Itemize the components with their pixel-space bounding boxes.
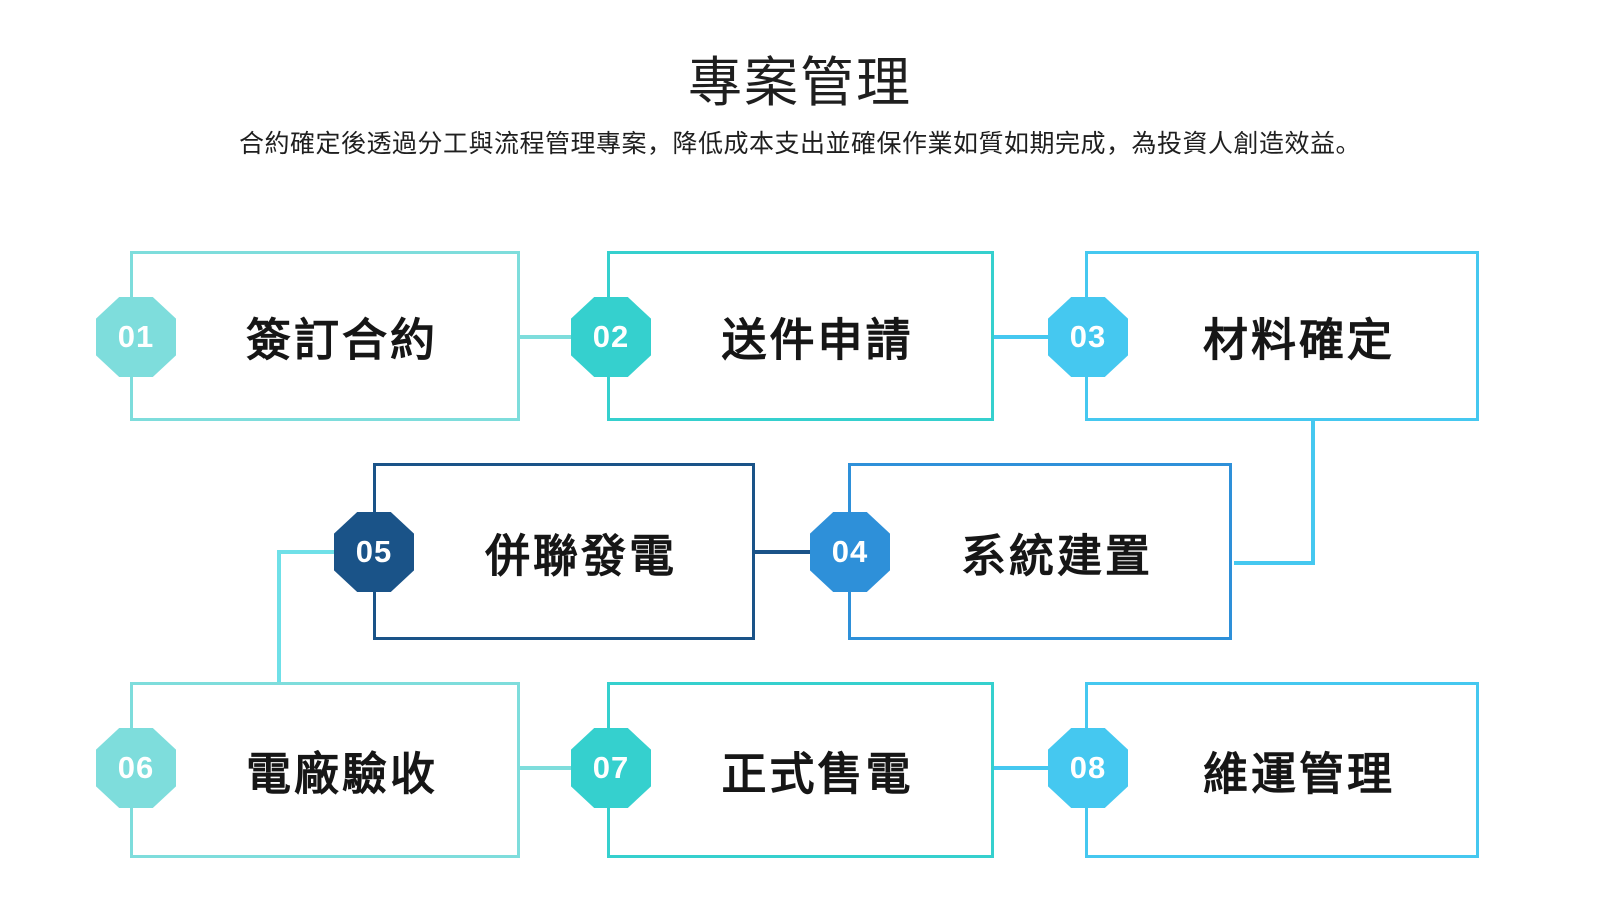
step-label-04: 系統建置 <box>960 530 1153 581</box>
connector-05-to-06-vertical <box>277 550 281 685</box>
step-label-08: 維運管理 <box>1202 748 1395 800</box>
connector-07-to-08 <box>992 766 1050 770</box>
step-number-07: 07 <box>592 749 630 785</box>
connector-03-to-04-horizontal <box>1234 561 1315 565</box>
step-box-01[interactable]: 簽訂合約 <box>130 251 520 421</box>
step-box-05[interactable]: 併聯發電 <box>373 463 755 640</box>
connector-01-to-02 <box>518 335 580 339</box>
step-box-03[interactable]: 材料確定 <box>1085 251 1479 421</box>
step-number-08: 08 <box>1069 749 1107 785</box>
step-badge-07[interactable]: 07 <box>571 728 651 808</box>
header: 專案管理 合約確定後透過分工與流程管理專案，降低成本支出並確保作業如質如期完成，… <box>0 0 1600 161</box>
page-title: 專案管理 <box>688 53 912 113</box>
step-badge-05[interactable]: 05 <box>334 512 414 592</box>
step-number-03: 03 <box>1069 318 1107 354</box>
step-box-02[interactable]: 送件申請 <box>607 251 994 421</box>
connector-05-to-06-horizontal <box>277 550 343 554</box>
step-number-04: 04 <box>831 533 869 569</box>
connector-04-to-05 <box>755 550 819 554</box>
step-number-05: 05 <box>355 533 393 569</box>
step-badge-03[interactable]: 03 <box>1048 297 1128 377</box>
step-badge-06[interactable]: 06 <box>96 728 176 808</box>
step-box-04[interactable]: 系統建置 <box>848 463 1232 640</box>
step-number-01: 01 <box>117 318 155 354</box>
step-box-06[interactable]: 電廠驗收 <box>130 682 520 858</box>
step-label-05: 併聯發電 <box>484 530 677 581</box>
step-label-06: 電廠驗收 <box>245 748 438 800</box>
connector-06-to-07 <box>518 766 580 770</box>
step-number-02: 02 <box>592 318 630 354</box>
step-box-08[interactable]: 維運管理 <box>1085 682 1479 858</box>
step-badge-08[interactable]: 08 <box>1048 728 1128 808</box>
step-label-03: 材料確定 <box>1202 314 1395 366</box>
step-badge-02[interactable]: 02 <box>571 297 651 377</box>
step-label-07: 正式售電 <box>721 748 914 800</box>
step-badge-04[interactable]: 04 <box>810 512 890 592</box>
step-box-07[interactable]: 正式售電 <box>607 682 994 858</box>
step-label-01: 簽訂合約 <box>245 314 438 366</box>
step-number-06: 06 <box>117 749 155 785</box>
step-label-02: 送件申請 <box>721 314 914 366</box>
page-subtitle: 合約確定後透過分工與流程管理專案，降低成本支出並確保作業如質如期完成，為投資人創… <box>238 130 1361 159</box>
step-badge-01[interactable]: 01 <box>96 297 176 377</box>
connector-02-to-03 <box>992 335 1050 339</box>
connector-03-to-04-vertical <box>1311 420 1315 565</box>
